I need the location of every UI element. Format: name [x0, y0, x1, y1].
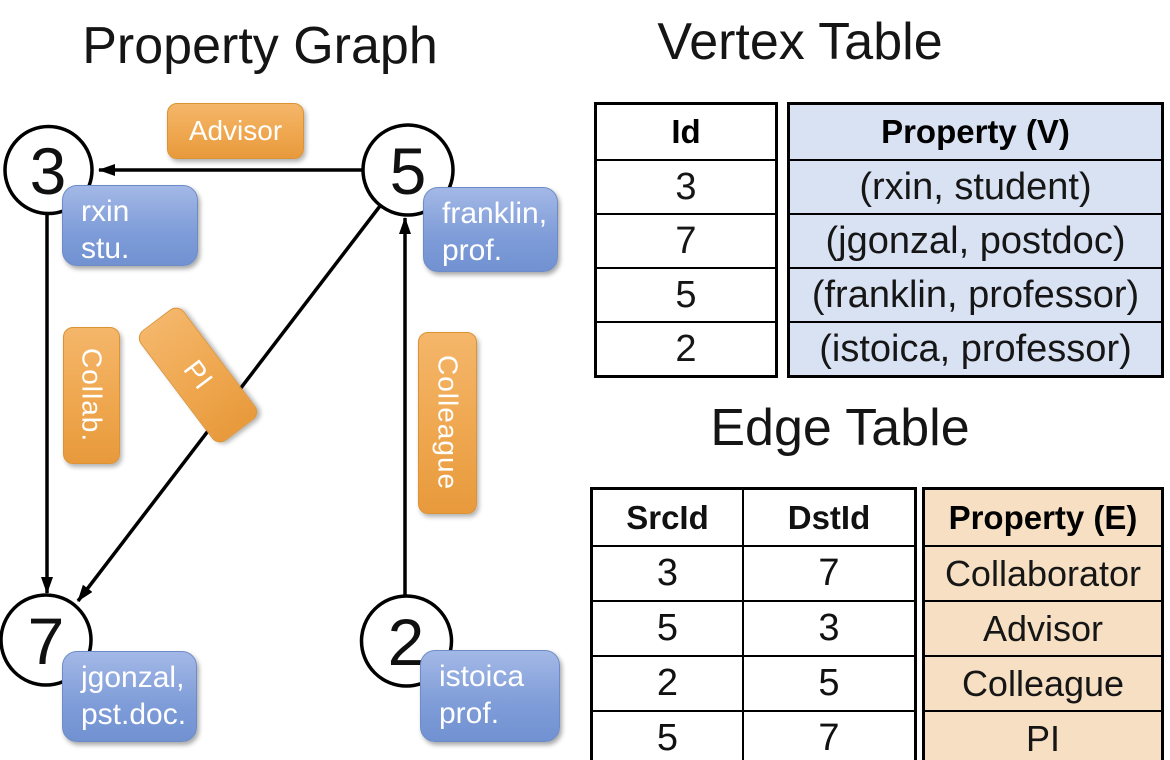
edge-label-collab-text: Collab.: [76, 348, 108, 443]
vertex-property-box-5-line2: prof.: [442, 234, 503, 267]
edge-table-title: Edge Table: [710, 399, 970, 457]
edge-table-row: 3 7: [593, 545, 914, 600]
vertex-table-property-cell: (jgonzal, postdoc): [790, 213, 1161, 267]
vertex-property-box-3-line1: rxin: [81, 195, 130, 228]
node-3-id: 3: [29, 134, 67, 208]
node-2-id: 2: [387, 605, 425, 679]
edge-dstid-cell: 7: [818, 717, 840, 759]
edge-srcid-cell: 5: [593, 712, 744, 760]
vertex-table-header-property: Property (V): [881, 113, 1070, 150]
edge-property-cell: Advisor: [925, 600, 1161, 655]
vertex-property-box-2-line2: prof.: [439, 697, 500, 730]
edge-dstid-cell: 5: [818, 662, 840, 704]
vertex-property-box-7-line1: jgonzal,: [81, 661, 185, 694]
vertex-property-box-2-line1: istoica: [439, 660, 525, 693]
edge-property-cell: Collaborator: [925, 545, 1161, 600]
vertex-table-title: Vertex Table: [657, 13, 943, 71]
edge-table-header-row: SrcId DstId: [593, 490, 914, 545]
edge-table-header-dstid: DstId: [787, 499, 871, 536]
edge-srcid-cell: 2: [593, 657, 744, 710]
vertex-property-box-3: rxin stu.: [62, 185, 198, 266]
property-graph-title: Property Graph: [82, 17, 438, 75]
vertex-table-id-cell: 7: [597, 213, 775, 267]
edge-label-advisor-text: Advisor: [188, 115, 283, 146]
edge-label-advisor: Advisor: [167, 103, 304, 159]
edge-srcid-cell: 5: [593, 602, 744, 655]
edge-property-cell: Colleague: [925, 655, 1161, 710]
edge-table-row: 2 5: [593, 655, 914, 710]
vertex-table-id-cell: 2: [597, 321, 775, 375]
vertex-table-header-id: Id: [671, 113, 701, 150]
vertex-table-id-column: Id 3 7 5 2: [594, 102, 778, 378]
edge-property-cell: PI: [925, 710, 1161, 760]
vertex-property-box-7-line2: pst.doc.: [81, 698, 187, 731]
edge-srcid-cell: 3: [593, 547, 744, 600]
edge-dstid-cell: 3: [818, 607, 840, 649]
vertex-property-box-7: jgonzal, pst.doc.: [62, 651, 197, 742]
vertex-property-box-5: franklin, prof.: [423, 187, 558, 272]
vertex-table-id-cell: 3: [597, 159, 775, 213]
vertex-table-property-cell: (istoica, professor): [790, 321, 1161, 375]
edge-table-row: 5 3: [593, 600, 914, 655]
node-5-id: 5: [389, 134, 427, 208]
edge-label-pi-text: PI: [177, 354, 220, 396]
edge-table-row: 5 7: [593, 710, 914, 760]
edge-label-colleague: Colleague: [418, 332, 477, 514]
edge-dstid-cell: 7: [818, 552, 840, 594]
node-7-id: 7: [27, 604, 65, 678]
vertex-property-box-3-line2: stu.: [81, 232, 130, 265]
edge-label-colleague-text: Colleague: [432, 355, 464, 491]
edge-label-collab: Collab.: [63, 327, 120, 464]
edge-table-header-srcid: SrcId: [593, 490, 744, 545]
edge-table-header-property: Property (E): [948, 499, 1138, 536]
vertex-table-property-column: Property (V) (rxin, student) (jgonzal, p…: [787, 102, 1164, 378]
vertex-property-box-5-line1: franklin,: [442, 197, 548, 230]
vertex-table-property-cell: (franklin, professor): [790, 267, 1161, 321]
edge-table-property-column: Property (E) Collaborator Advisor Collea…: [922, 487, 1164, 760]
vertex-table-id-cell: 5: [597, 267, 775, 321]
edge-table-id-columns: SrcId DstId 3 7 5 3 2 5 5 7: [590, 487, 917, 760]
vertex-property-box-2: istoica prof.: [420, 650, 560, 742]
vertex-table-property-cell: (rxin, student): [790, 159, 1161, 213]
